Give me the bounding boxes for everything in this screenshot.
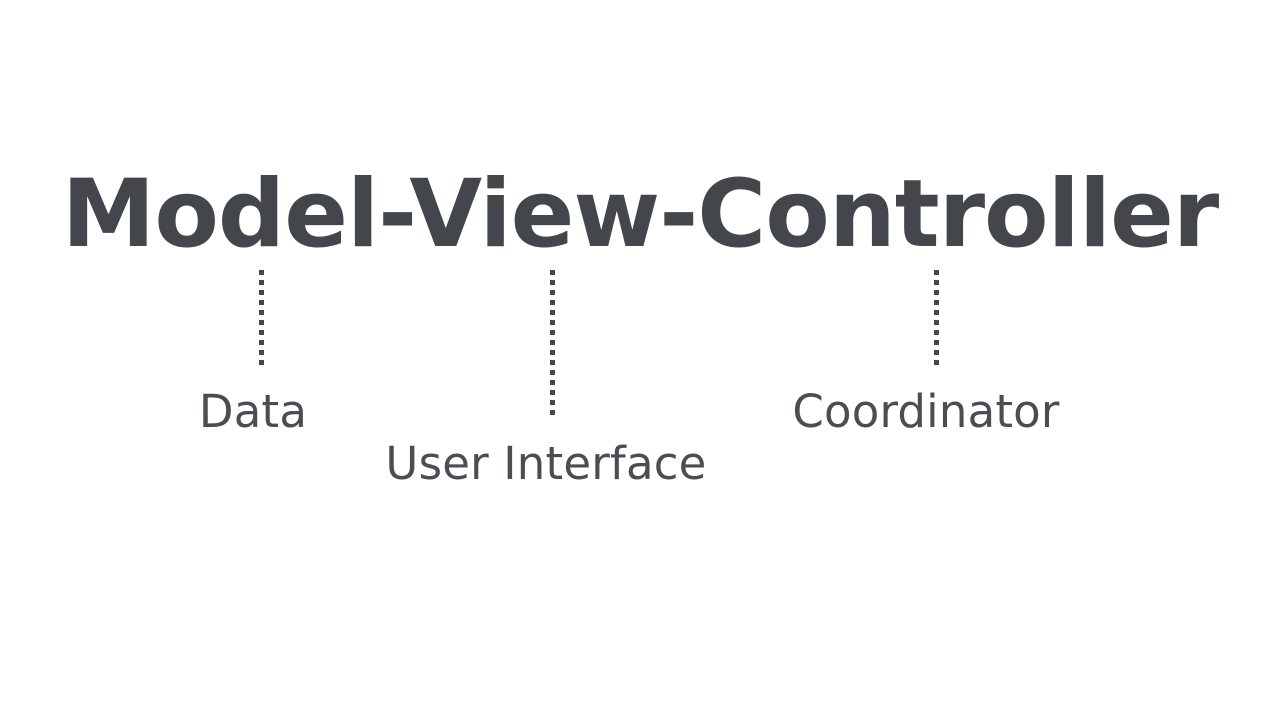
label-model-data: Data — [198, 385, 308, 438]
label-controller-coordinator: Coordinator — [792, 385, 1060, 438]
page-title: Model-View-Controller — [61, 160, 1219, 269]
dotted-connector-controller — [934, 270, 939, 368]
label-view-user-interface: User Interface — [385, 437, 707, 490]
dotted-connector-view — [550, 270, 555, 418]
dotted-connector-model — [259, 270, 264, 368]
